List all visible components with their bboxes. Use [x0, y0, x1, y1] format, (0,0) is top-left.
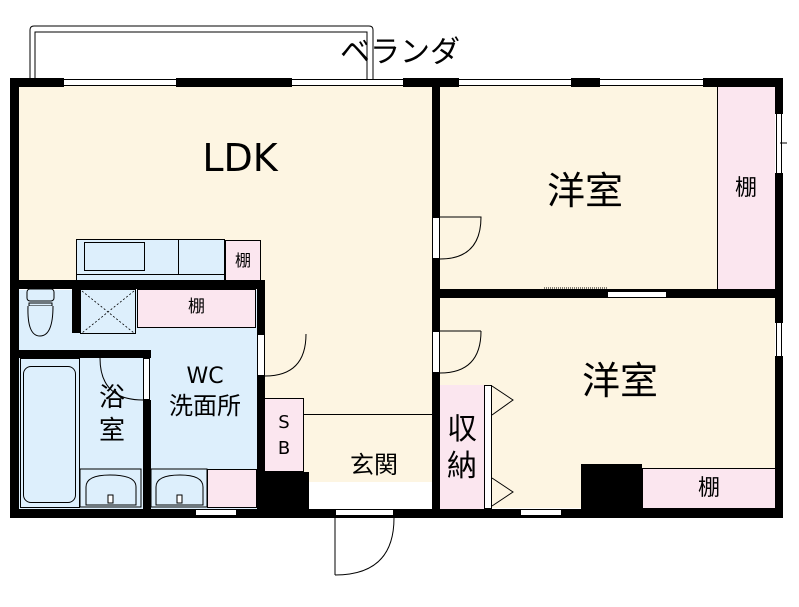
window-top-1 — [64, 79, 176, 86]
door-washroom — [257, 334, 265, 376]
wall-top-right — [703, 78, 783, 87]
wall-bath-right — [143, 400, 151, 518]
kitchen-shelf-label: 棚 — [234, 251, 251, 270]
bathroom-label-1: 浴 — [98, 383, 125, 413]
wall-wet-right-lower — [257, 376, 265, 518]
door-bathroom — [143, 358, 150, 400]
closet-door-track — [484, 385, 492, 509]
room-western-1 — [440, 86, 717, 290]
kitchen-sink — [84, 242, 145, 271]
wall-right-mid — [775, 173, 783, 323]
wall-right-upper — [775, 78, 783, 114]
balcony-label: ベランダ — [340, 35, 460, 70]
wall-wet-top — [10, 280, 265, 289]
wall-wet-right-upper — [257, 280, 265, 334]
washroom-label-2: 洗面所 — [169, 392, 241, 420]
wall-top-mid1 — [176, 78, 292, 87]
washing-machine-pan — [80, 289, 136, 334]
wall-top-left — [10, 78, 64, 87]
closet-label-1: 収 — [447, 412, 477, 447]
door-room2 — [432, 331, 440, 373]
wall-ldk-room1-lower — [432, 259, 440, 331]
closet-label-2: 納 — [447, 449, 477, 484]
bathroom-divider — [79, 358, 80, 508]
window-right-2 — [776, 323, 782, 356]
wall-ldk-room1 — [432, 86, 440, 217]
washroom-storage — [207, 469, 257, 508]
western-room-2-label: 洋室 — [581, 359, 658, 403]
wall-right-lower — [775, 356, 783, 518]
washroom-shelf-label: 棚 — [188, 297, 205, 317]
wall-top-mid3 — [571, 78, 600, 87]
window-top-4 — [600, 79, 703, 86]
wall-toilet — [72, 289, 80, 333]
ldk-label: LDK — [202, 136, 278, 180]
entrance-door-opening — [335, 509, 394, 516]
wall-ldk-room2-lower — [432, 373, 440, 518]
column — [581, 464, 642, 510]
shoe-box-label-1: S — [278, 412, 290, 433]
room1-shelf — [717, 86, 775, 290]
kitchen-counter-edge — [76, 274, 225, 275]
entrance-label: 玄関 — [350, 451, 398, 479]
kitchen-divider — [178, 239, 179, 275]
window-top-3 — [459, 79, 571, 86]
western-room-1-label: 洋室 — [546, 169, 623, 213]
window-bottom-1 — [195, 509, 237, 516]
bathroom-label-2: 室 — [98, 416, 125, 446]
entrance-step-line — [304, 414, 432, 415]
wall-bottom — [10, 509, 783, 518]
sliding-door-rooms — [607, 291, 667, 298]
room1-shelf-label: 棚 — [734, 176, 757, 201]
shoe-box-label-2: B — [277, 438, 291, 459]
wall-bath-top — [10, 350, 151, 358]
wall-left — [10, 78, 19, 518]
door-room1 — [432, 217, 440, 259]
washroom-label-1: WC — [186, 364, 224, 389]
washroom-shelf — [137, 289, 256, 328]
closet — [440, 385, 484, 509]
wall-top-mid2 — [403, 78, 459, 87]
room2-shelf-label: 棚 — [697, 476, 720, 501]
pipe-shaft — [258, 472, 309, 510]
window-bottom-2 — [520, 509, 562, 516]
window-top-2 — [292, 79, 403, 86]
bathtub-inner — [23, 366, 76, 503]
